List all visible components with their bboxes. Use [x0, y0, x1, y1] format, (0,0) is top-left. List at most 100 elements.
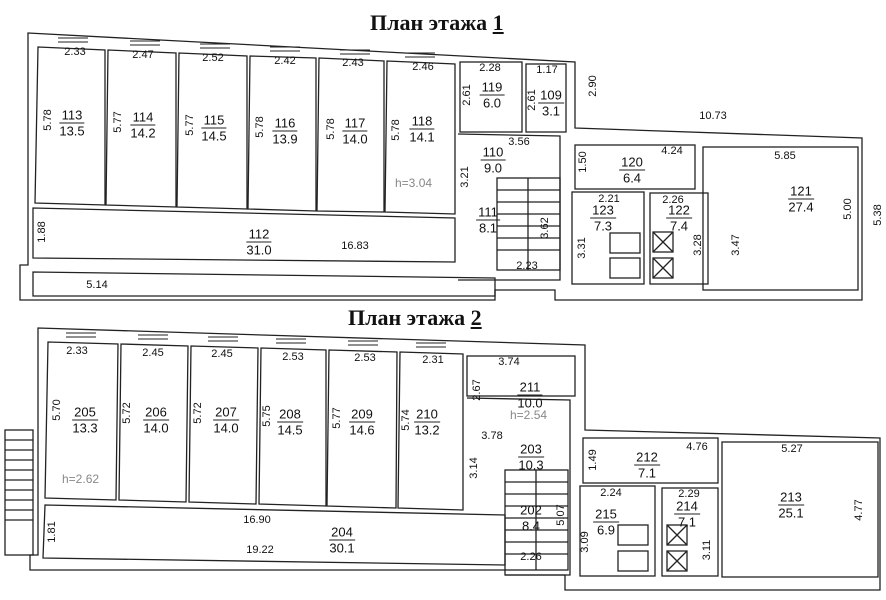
- dimension-label: 5.85: [774, 150, 796, 162]
- room-number: 206: [143, 404, 169, 421]
- room-area: 13.5: [59, 123, 85, 139]
- room-number: 122: [666, 202, 692, 219]
- dimension-label: 2.43: [342, 57, 364, 69]
- room-number: 205: [72, 404, 98, 421]
- dimension-label: 2.45: [211, 348, 233, 360]
- dimension-label: 2.24: [600, 487, 622, 499]
- room-number: 114: [130, 110, 156, 126]
- dimension-label: 5.77: [112, 111, 124, 133]
- dimension-label: 2.47: [132, 49, 154, 61]
- room-area: 7.1: [637, 465, 657, 481]
- ceiling-height-label: h=2.54: [510, 408, 548, 422]
- dimension-label: 3.31: [576, 237, 588, 259]
- floor-2-walls: [4, 327, 881, 591]
- room-area: 14.0: [342, 131, 368, 147]
- room-area: 13.9: [272, 131, 298, 147]
- room-area: 8.1: [478, 220, 498, 236]
- dimension-label: 3.14: [468, 457, 480, 479]
- title-text: План этажа: [370, 10, 488, 35]
- dimension-label: 5.00: [842, 198, 854, 220]
- room-area: 30.1: [329, 540, 355, 556]
- dimension-label: 19.22: [246, 544, 274, 556]
- dimension-label: 2.46: [412, 61, 434, 73]
- room-area: 14.0: [143, 420, 169, 436]
- dimension-label: 5.07: [555, 504, 567, 526]
- room-area: 9.0: [483, 160, 503, 176]
- room-area: 10.3: [518, 457, 544, 473]
- dimension-label: 1.50: [577, 151, 589, 173]
- room-area: 10.0: [517, 395, 543, 411]
- room-area: 13.3: [72, 420, 98, 436]
- title-text: План этажа: [348, 305, 466, 330]
- room-number: 211: [517, 380, 543, 396]
- room-number: 214: [674, 498, 700, 515]
- dimension-label: 2.53: [282, 351, 304, 363]
- dimension-label: 4.77: [853, 499, 865, 521]
- dimension-label: 3.11: [701, 539, 713, 561]
- dimension-label: 2.61: [461, 84, 473, 106]
- room-area: 14.1: [409, 129, 435, 145]
- dimension-label: 3.47: [730, 234, 742, 256]
- dimension-label: 3.78: [481, 430, 503, 442]
- room-number: 207: [213, 404, 239, 421]
- room-number: 215: [593, 506, 619, 523]
- room-area: 14.2: [130, 125, 156, 141]
- room-number: 110: [480, 144, 506, 161]
- dimension-label: 2.53: [354, 352, 376, 364]
- room-number: 116: [272, 116, 298, 132]
- dimension-label: 2.45: [142, 347, 164, 359]
- room-number: 112: [246, 227, 272, 243]
- dimension-label: 3.28: [692, 234, 704, 256]
- room-area: 14.0: [213, 420, 239, 436]
- dimension-label: 5.77: [331, 407, 343, 429]
- dimension-label: 2.29: [678, 488, 700, 500]
- dimension-label: 5.78: [325, 118, 337, 140]
- room-number: 210: [414, 406, 440, 423]
- dimension-label: 1.81: [46, 521, 58, 543]
- dimension-label: 2.42: [274, 55, 296, 67]
- dimension-label: 5.38: [872, 204, 884, 226]
- dimension-label: 3.21: [459, 166, 471, 188]
- room-number: 204: [329, 524, 355, 541]
- dimension-label: 1.17: [536, 64, 558, 76]
- room-area: 14.5: [201, 128, 227, 144]
- room-area: 7.4: [669, 218, 689, 234]
- dimension-label: 5.75: [261, 405, 273, 427]
- room-area: 6.0: [482, 95, 502, 111]
- room-number: 111: [476, 204, 500, 221]
- ceiling-height-label: h=3.04: [395, 176, 433, 190]
- dimension-label: 5.74: [400, 409, 412, 431]
- dimension-label: 2.21: [598, 193, 620, 205]
- dimension-label: 2.28: [479, 62, 501, 74]
- dimension-label: 3.09: [579, 531, 591, 553]
- room-number: 113: [59, 108, 85, 124]
- dimension-label: 1.88: [36, 221, 48, 243]
- room-number: 115: [201, 113, 227, 129]
- dimension-label: 16.83: [341, 240, 369, 252]
- dimension-label: 5.78: [390, 119, 402, 141]
- room-area: 3.1: [541, 103, 561, 119]
- room-area: 6.9: [596, 522, 616, 538]
- dimension-label: 2.31: [422, 354, 444, 366]
- title-floor-number: 2: [470, 305, 482, 330]
- room-area: 7.3: [593, 218, 613, 234]
- dimension-label: 2.90: [587, 75, 599, 97]
- dimension-label: 5.27: [781, 443, 803, 455]
- room-area: 7.1: [677, 514, 697, 530]
